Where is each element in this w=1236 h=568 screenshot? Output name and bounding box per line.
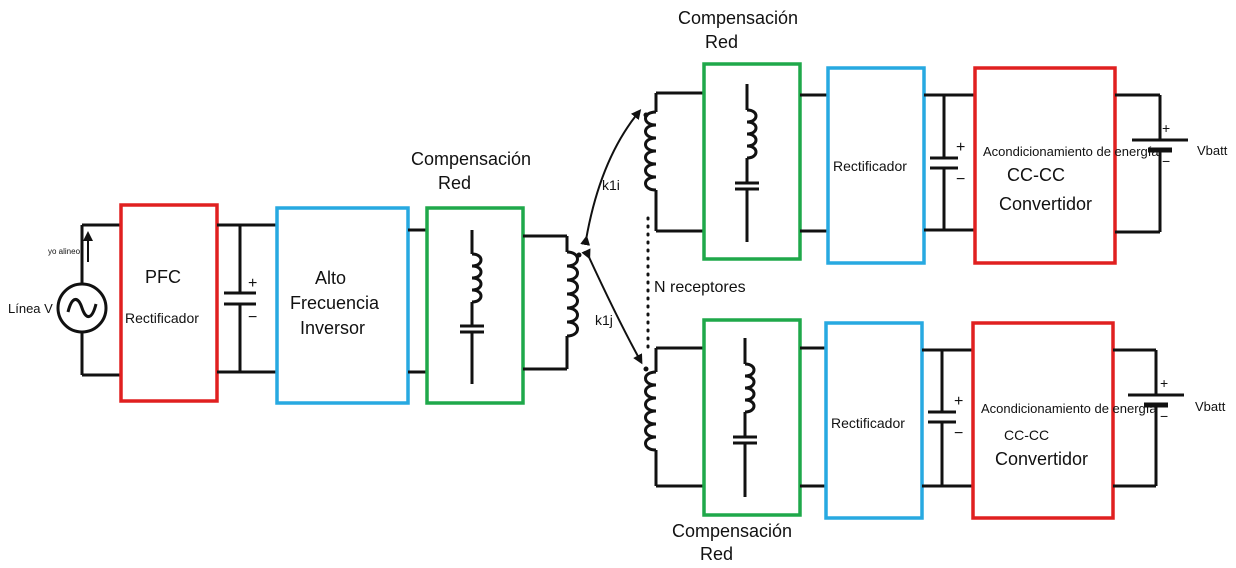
tx-compensation-line1: Compensación <box>411 149 531 169</box>
rx-lower-rectifier-label: Rectificador <box>831 415 905 431</box>
rx-upper-cap-minus: − <box>956 171 965 188</box>
inverter-line3: Inversor <box>300 318 365 338</box>
rx-lower-compensation-line2: Red <box>700 544 733 564</box>
rx-lower-cap-minus: − <box>954 425 963 442</box>
rx-lower-converter-line1: CC-CC <box>1004 427 1049 443</box>
tx-lc-icon <box>460 230 484 384</box>
tx-coil-icon <box>566 250 582 338</box>
rx-upper-battery-icon <box>1132 138 1188 153</box>
rx-lower-battery-icon <box>1128 393 1184 408</box>
rx-upper-battery-label: Vbatt <box>1197 143 1228 158</box>
line-voltage-label: Línea V <box>8 301 53 316</box>
receiver-lower: Compensación Red Rectificador + − Acondi… <box>643 318 1226 564</box>
rx-upper-battery-plus: + <box>1162 120 1170 136</box>
rx-upper-compensation-line2: Red <box>705 32 738 52</box>
pfc-subtitle: Rectificador <box>125 310 199 326</box>
tx-compensation-line2: Red <box>438 173 471 193</box>
tx-compensation-block: Compensación Red <box>411 149 531 405</box>
receiver-upper: Compensación Red Rectificador + − Acondi… <box>643 8 1228 265</box>
rx-upper-battery-minus: − <box>1162 153 1170 169</box>
n-receivers-label: N receptores <box>654 279 746 296</box>
rx-lower-compensation-line1: Compensación <box>672 521 792 541</box>
coupling-arrows: k1i k1j N receptores <box>580 109 746 365</box>
dc-link-capacitor: + − <box>217 223 277 374</box>
rx-lower-converter-line2: Convertidor <box>995 449 1088 469</box>
rx-lower-coil-icon <box>643 366 657 452</box>
rx-upper-compensation-line1: Compensación <box>678 8 798 28</box>
rx-upper-cap-plus: + <box>956 139 965 156</box>
ac-source: yo alineo Línea V <box>8 223 121 377</box>
inverter-line1: Alto <box>315 268 346 288</box>
rx-lower-lc-icon <box>733 338 757 497</box>
rx-lower-battery-plus: + <box>1160 375 1168 391</box>
rx-upper-coil-icon <box>643 110 657 192</box>
current-label: yo alineo <box>48 247 81 256</box>
rx-lower-cap-plus: + <box>954 393 963 410</box>
rx-upper-rectifier-label: Rectificador <box>833 158 907 174</box>
hf-inverter-block: Alto Frecuencia Inversor <box>275 206 410 405</box>
dc-link-minus: − <box>248 309 257 326</box>
coupling-k1i-label: k1i <box>602 177 620 193</box>
rx-upper-lc-icon <box>735 84 759 242</box>
rx-lower-battery-label: Vbatt <box>1195 399 1226 414</box>
pfc-rectifier-block: PFC Rectificador <box>119 203 219 403</box>
rx-upper-conditioning-label: Acondicionamiento de energía <box>983 144 1159 159</box>
rx-upper-converter-line2: Convertidor <box>999 194 1092 214</box>
dc-link-plus: + <box>248 275 257 292</box>
coupling-k1i-arrow-icon <box>580 109 642 246</box>
coupling-k1j-label: k1j <box>595 312 613 328</box>
rx-lower-battery-minus: − <box>1160 408 1168 424</box>
coupling-k1j-arrow-icon <box>581 248 643 365</box>
inverter-line2: Frecuencia <box>290 293 380 313</box>
pfc-title: PFC <box>145 267 181 287</box>
rx-lower-conditioning-label: Acondicionamiento de energía <box>981 401 1157 416</box>
rx-upper-converter-line1: CC-CC <box>1007 165 1065 185</box>
